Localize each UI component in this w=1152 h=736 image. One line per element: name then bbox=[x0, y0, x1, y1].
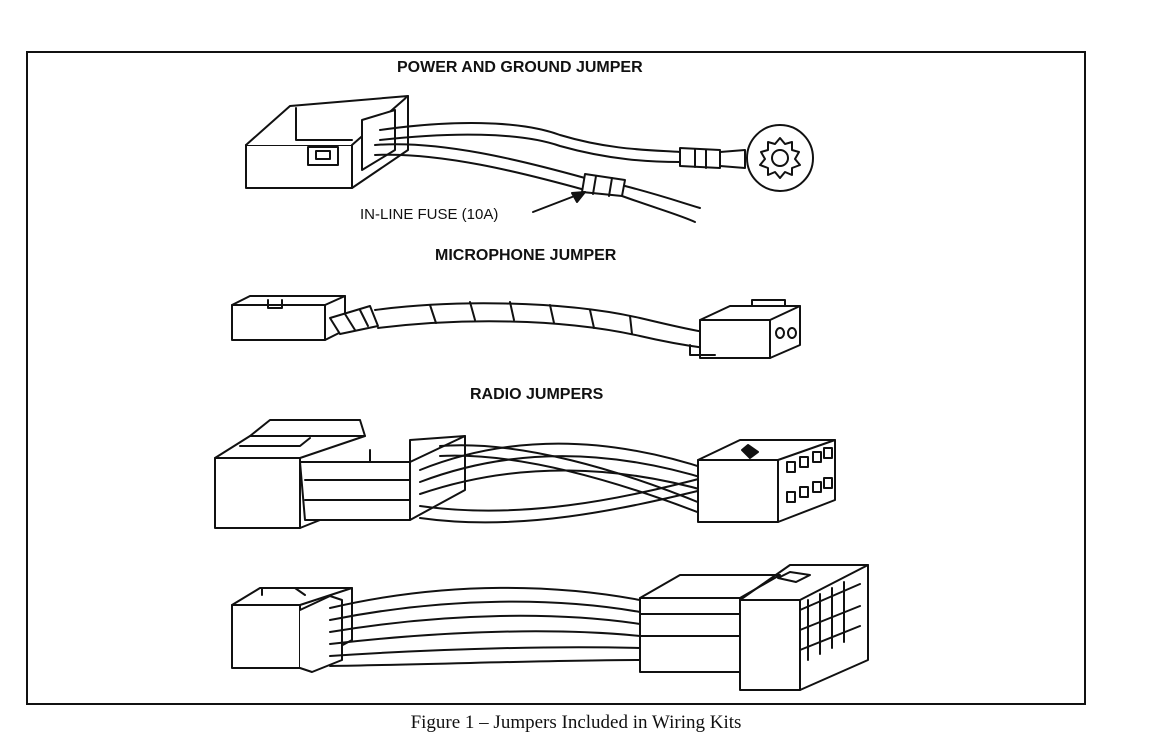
radio-jumper-2 bbox=[231, 564, 869, 691]
power-ground-jumper bbox=[245, 95, 814, 223]
radio-jumper-1 bbox=[214, 419, 836, 529]
figure-frame bbox=[26, 51, 1086, 705]
microphone-jumper-label: MICROPHONE JUMPER bbox=[435, 247, 617, 264]
radio-jumpers-label: RADIO JUMPERS bbox=[470, 386, 604, 403]
microphone-jumper bbox=[231, 295, 801, 359]
power-ground-jumper-label: POWER AND GROUND JUMPER bbox=[397, 59, 643, 76]
figure-caption: Figure 1 – Jumpers Included in Wiring Ki… bbox=[410, 712, 742, 733]
inline-fuse-label: IN-LINE FUSE (10A) bbox=[360, 206, 499, 223]
